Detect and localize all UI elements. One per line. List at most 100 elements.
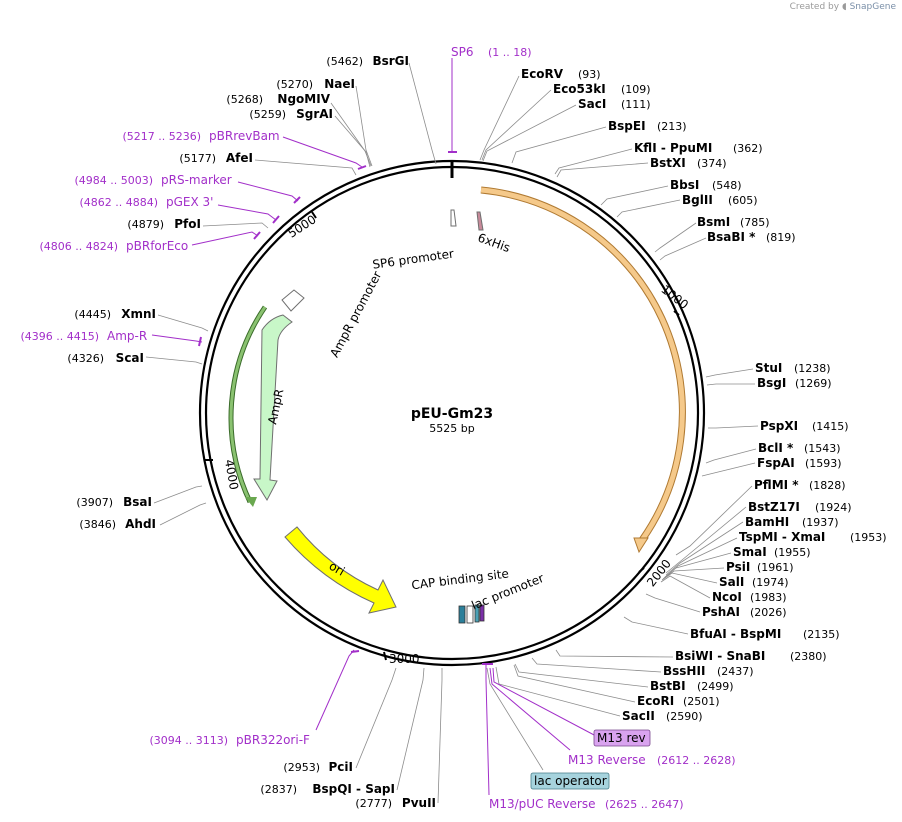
leader-kfli-ppumi (554, 148, 633, 175)
site-name-tspmi-xmai: TspMI - XmaI (739, 530, 825, 544)
tick-labels: 1000 2000 3000 4000 5000 (222, 212, 691, 666)
site-pos-smai: (1955) (774, 546, 811, 559)
primer-leader-pbrforeco (191, 231, 259, 246)
site-pos-ncoi: (1983) (750, 591, 787, 604)
leader-bsai (153, 485, 203, 504)
site-name-kfli-ppumi: KflI - PpuMI (634, 141, 712, 155)
site-pos-sgrai: (5259) (249, 108, 286, 121)
site-pos-bfuai-bspmi: (2135) (803, 628, 840, 641)
site-pos-bsmi: (785) (740, 216, 770, 229)
site-name-bbsi: BbsI (670, 178, 699, 192)
site-name-bsrgi: BsrGI (372, 54, 409, 68)
m13-rev-box (593, 729, 651, 747)
site-name-bsiwi-snabi: BsiWI - SnaBI (675, 649, 765, 663)
primer-name-pbr322ori-f: pBR322ori-F (236, 733, 310, 747)
site-name-bsmi: BsmI (697, 215, 730, 229)
site-pos-pvuii: (2777) (355, 797, 392, 810)
tick-1000 (673, 310, 680, 316)
plasmid-length: 5525 bp (429, 422, 474, 435)
site-name-bglii: BglII (682, 193, 713, 207)
leader-pflmi (675, 485, 753, 556)
tick-3000 (383, 651, 387, 661)
primer-range-m13-reverse: (2612 .. 2628) (657, 754, 736, 767)
snapgene-logo-icon: ◖ (841, 2, 847, 12)
plasmid-name: pEU-Gm23 (411, 406, 493, 422)
leader-eco53ki (481, 89, 552, 161)
leader-bsmi (654, 222, 697, 253)
site-name-pshai: PshAI (702, 605, 740, 619)
site-name-ngomiv: NgoMIV (277, 92, 330, 106)
primer-name-m13-puc-reverse: M13/pUC Reverse (489, 797, 596, 811)
leader-ecori (513, 664, 636, 703)
label-cap-binding-site: CAP binding site (411, 566, 510, 592)
m13-rev-marker (479, 604, 485, 622)
6xhis-marker (476, 211, 484, 231)
site-pos-ngomiv: (5268) (226, 93, 263, 106)
site-pos-eco53ki: (109) (621, 83, 651, 96)
lac-operator-marker (474, 604, 480, 623)
site-pos-pspxi: (1415) (812, 420, 849, 433)
ampr-orf (229, 306, 267, 503)
primer-leader-prs-marker (237, 181, 299, 202)
primer-range-pgex3: (4862 .. 4884) (79, 196, 158, 209)
primer-mark-pgex3 (272, 215, 280, 224)
primer-mark-prs-marker (293, 196, 301, 204)
leader-bspqi-sapi (396, 667, 425, 791)
label-sp6-promoter: SP6 promoter (372, 246, 455, 271)
site-pos-pflmi: (1828) (809, 479, 846, 492)
site-name-afei: AfeI (226, 151, 253, 165)
site-name-pflmi: PflMI * (754, 478, 799, 492)
primer-range-m13-puc-reverse: (2625 .. 2647) (605, 798, 684, 811)
site-name-sacii: SacII (622, 709, 655, 723)
site-pos-bglii: (605) (728, 194, 758, 207)
primer-leader-pgex3 (217, 204, 277, 221)
site-name-eco53ki: Eco53kI (553, 82, 606, 96)
site-pos-bsiwi-snabi: (2380) (790, 650, 827, 663)
primer-leader-amp-r (151, 334, 203, 343)
site-pos-pfoi: (4879) (127, 218, 164, 231)
leader-bbsi (600, 185, 669, 206)
site-pos-afei: (5177) (179, 152, 216, 165)
site-pos-bstxi: (374) (697, 157, 727, 170)
site-pos-bstz17i: (1924) (815, 501, 852, 514)
site-name-bsshii: BssHII (663, 664, 705, 678)
primer-mark-pbrforeco (253, 231, 261, 240)
site-leader-lines (145, 62, 759, 804)
leader-pcii (355, 667, 397, 769)
leader-pshai (645, 593, 701, 613)
leader-scai (145, 356, 203, 365)
primer-leader-m13-rev-box (492, 667, 597, 737)
site-name-naei: NaeI (324, 77, 355, 91)
leader-afei (254, 159, 357, 176)
leader-pspxi (708, 425, 759, 429)
label-m13-rev: M13 rev (597, 731, 646, 745)
site-labels-left: (5462) BsrGI (5270) NaeI (5268) NgoMIV (… (67, 54, 436, 810)
tick-label-5000: 5000 (285, 212, 318, 240)
site-name-bsgi: BsgI (757, 376, 786, 390)
site-pos-naei: (5270) (276, 78, 313, 91)
site-name-smai: SmaI (733, 545, 767, 559)
primer-leader-m13-reverse (489, 667, 571, 751)
leader-ncoi (660, 575, 711, 599)
site-name-bstbi: BstBI (650, 679, 686, 693)
site-pos-bspqi-sapi: (2837) (260, 783, 297, 796)
site-pos-bsai: (3907) (76, 496, 113, 509)
label-lac-operator: lac operator (534, 774, 607, 788)
site-labels-right: EcoRV (93) Eco53kI (109) SacI (111) BspE… (521, 67, 887, 723)
label-ampr-promoter: AmpR promoter (327, 269, 384, 360)
leader-xmni (157, 314, 209, 332)
site-pos-bbsi: (548) (712, 179, 742, 192)
leader-bsgi (706, 383, 755, 386)
watermark-brand: SnapGene (849, 2, 896, 12)
site-name-fspai: FspAI (757, 456, 795, 470)
site-name-bsabi: BsaBI * (707, 230, 756, 244)
site-name-bsai: BsaI (123, 495, 152, 509)
lac-operator-box (530, 772, 610, 790)
leader-bsiwi-snabi (555, 649, 674, 658)
leader-pfoi (202, 222, 269, 229)
watermark-prefix: Created by (789, 2, 840, 12)
leader-ahdi (159, 502, 207, 526)
site-pos-sali: (1974) (752, 576, 789, 589)
leader-fspai (701, 462, 756, 477)
leader-ecorv (479, 75, 520, 161)
